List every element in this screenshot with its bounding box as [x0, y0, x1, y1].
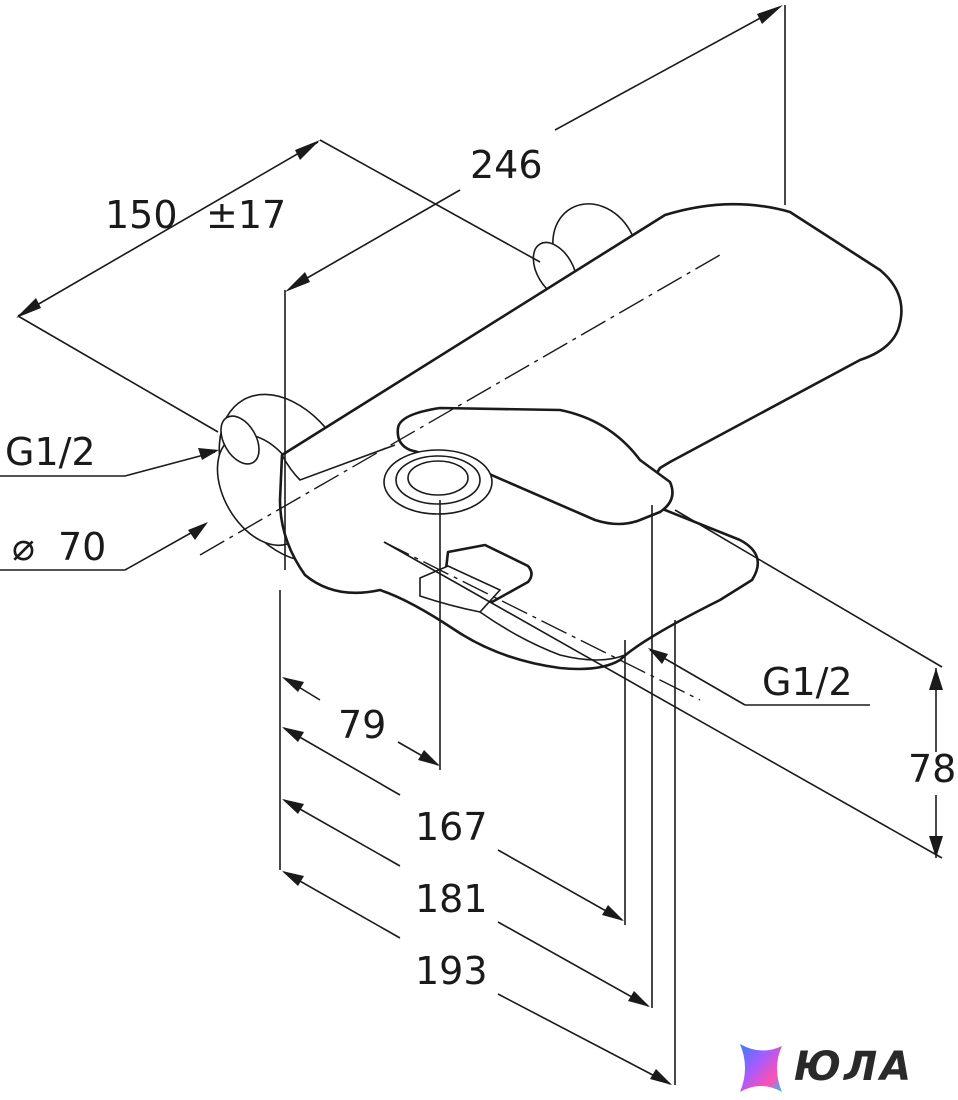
dimension-193-label: 193: [415, 949, 488, 993]
dimension-79: 79: [282, 677, 440, 766]
dimension-246: 246: [284, 5, 786, 570]
brand-logo: ЮЛА: [736, 1038, 956, 1100]
extension-lines: [279, 500, 676, 1085]
dimension-150: 150 ±17: [16, 139, 541, 433]
dimension-78: 78: [383, 509, 956, 859]
inlet-thread-label: G1/2: [5, 430, 96, 474]
brand-logo-text: ЮЛА: [794, 1044, 915, 1090]
outlet-thread-callout: G1/2: [648, 648, 870, 706]
dimension-78-label: 78: [908, 747, 956, 791]
dimension-79-label: 79: [338, 703, 386, 747]
inlet-thread-callout: G1/2: [0, 430, 219, 477]
star-gradient-icon: [740, 1044, 782, 1092]
center-lines: [199, 254, 721, 701]
outlet-thread-label: G1/2: [762, 660, 853, 704]
faucet-outline: [216, 202, 903, 671]
dimension-181-label: 181: [415, 877, 488, 921]
dimension-167-label: 167: [415, 805, 488, 849]
diameter-symbol: ⌀: [12, 525, 35, 569]
flange-diameter-label: 70: [58, 525, 106, 569]
dimension-167: 167: [282, 727, 624, 921]
flange-diameter-callout: ⌀ 70: [0, 522, 208, 571]
dimension-tolerance-label: ±17: [206, 193, 286, 237]
dimension-150-label: 150: [105, 193, 178, 237]
dimension-181: 181: [282, 799, 650, 1007]
dimension-193: 193: [282, 871, 672, 1085]
dimension-246-label: 246: [470, 143, 543, 187]
